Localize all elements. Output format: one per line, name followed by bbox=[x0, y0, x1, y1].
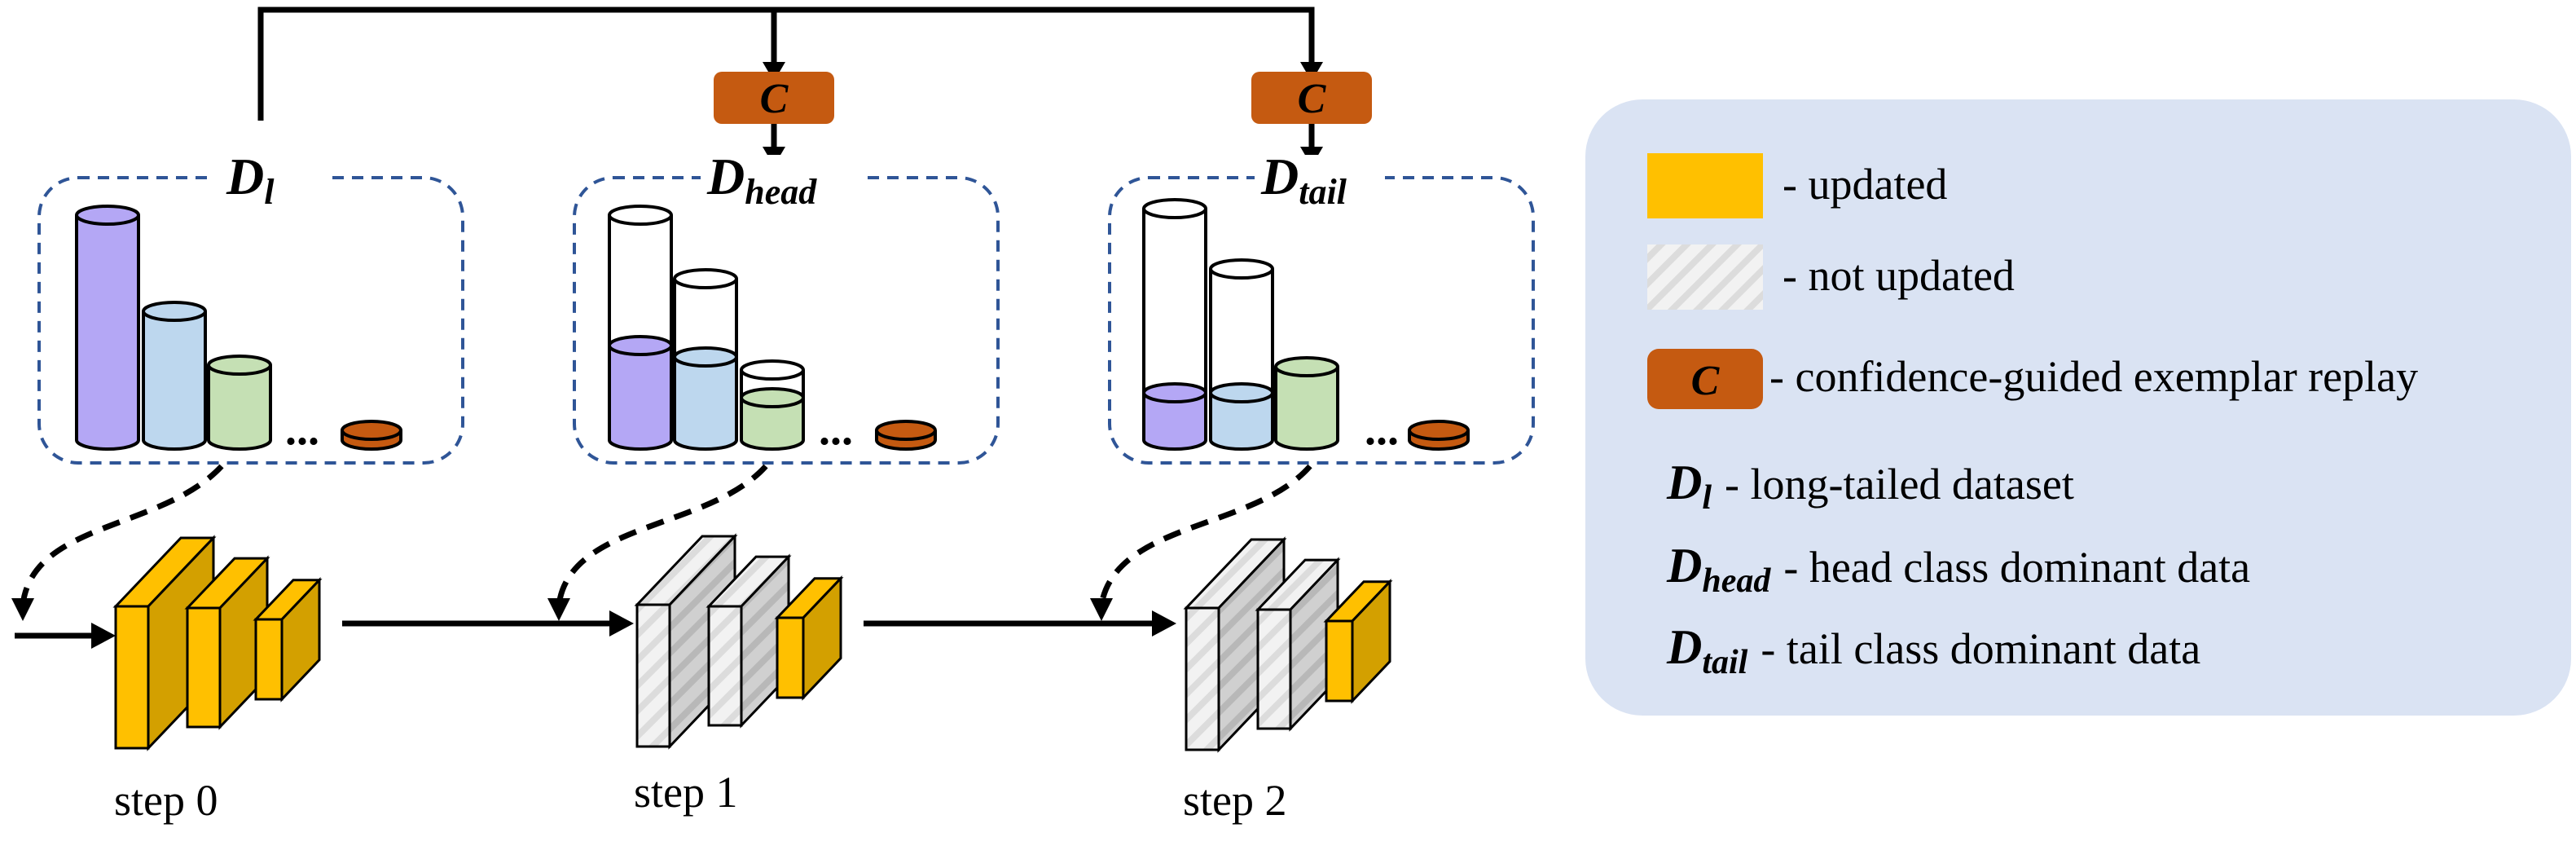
layer-block-3 bbox=[774, 575, 844, 701]
ellipsis-1: ... bbox=[285, 404, 319, 455]
legend-updated-text: - updated bbox=[1783, 160, 1947, 209]
cylinder-dhead-4 bbox=[875, 420, 937, 451]
legend-dl: Dl- long-tailed dataset bbox=[1666, 456, 2074, 517]
replay-badge-2: C bbox=[1251, 72, 1372, 124]
model-step-2 bbox=[1183, 536, 1393, 753]
network-models bbox=[112, 533, 1393, 753]
legend-dtail: Dtail- tail class dominant data bbox=[1666, 620, 2200, 681]
cylinder-dl-1 bbox=[75, 205, 140, 451]
layer-block-3 bbox=[1323, 578, 1393, 704]
step-label-0: step 0 bbox=[114, 776, 218, 825]
svg-text:C: C bbox=[1298, 76, 1327, 122]
step-label-2: step 2 bbox=[1183, 776, 1287, 825]
legend-dhead: Dhead- head class dominant data bbox=[1666, 539, 2250, 600]
legend-replay-swatch bbox=[1647, 349, 1763, 409]
legend-replay-text: - confidence-guided exemplar replay bbox=[1769, 352, 2418, 401]
dataset-box-dtail: Dtail bbox=[1108, 148, 1535, 465]
legend-not-updated-text: - not updated bbox=[1783, 251, 2015, 300]
cylinder-dl-3 bbox=[207, 355, 272, 451]
flow-arrows bbox=[15, 620, 1155, 639]
cylinder-dtail-2 bbox=[1209, 258, 1274, 451]
dataset-label-dl: Dl bbox=[226, 148, 275, 212]
dataset-label-dhead: Dhead bbox=[706, 148, 817, 212]
dataset-label-dtail: Dtail bbox=[1260, 148, 1347, 212]
cylinder-dhead-1 bbox=[608, 205, 673, 451]
ellipsis-3: ... bbox=[1365, 404, 1399, 455]
layer-block-1 bbox=[112, 535, 217, 751]
cylinder-dl-2 bbox=[142, 301, 207, 451]
model-step-1 bbox=[634, 533, 844, 750]
model-step-0 bbox=[112, 535, 323, 751]
class-distribution-cylinders bbox=[75, 198, 1470, 451]
cylinder-dtail-4 bbox=[1408, 420, 1470, 451]
layer-block-3 bbox=[253, 576, 323, 703]
legend-updated-swatch bbox=[1647, 153, 1763, 218]
dataset-box-dl: Dl bbox=[37, 148, 464, 465]
dashed-curve-arrows bbox=[20, 464, 1312, 606]
replay-badge-1: C bbox=[714, 72, 834, 124]
step-label-1: step 1 bbox=[634, 768, 738, 817]
svg-text:C: C bbox=[1691, 358, 1721, 404]
cylinder-dhead-3 bbox=[740, 359, 805, 451]
legend-panel: - updated - not updated C - confidence-g… bbox=[1585, 99, 2571, 716]
cylinder-dtail-3 bbox=[1274, 356, 1339, 451]
legend-not-updated-swatch bbox=[1647, 244, 1763, 310]
dataset-box-dhead: Dhead bbox=[573, 148, 1000, 465]
cylinder-dl-4 bbox=[341, 420, 402, 451]
svg-text:C: C bbox=[760, 76, 789, 122]
cylinder-dtail-1 bbox=[1142, 198, 1207, 451]
ellipsis-2: ... bbox=[819, 404, 853, 455]
cylinder-dhead-2 bbox=[673, 268, 738, 451]
top-connector bbox=[257, 7, 1315, 121]
layer-block-2 bbox=[184, 555, 270, 730]
